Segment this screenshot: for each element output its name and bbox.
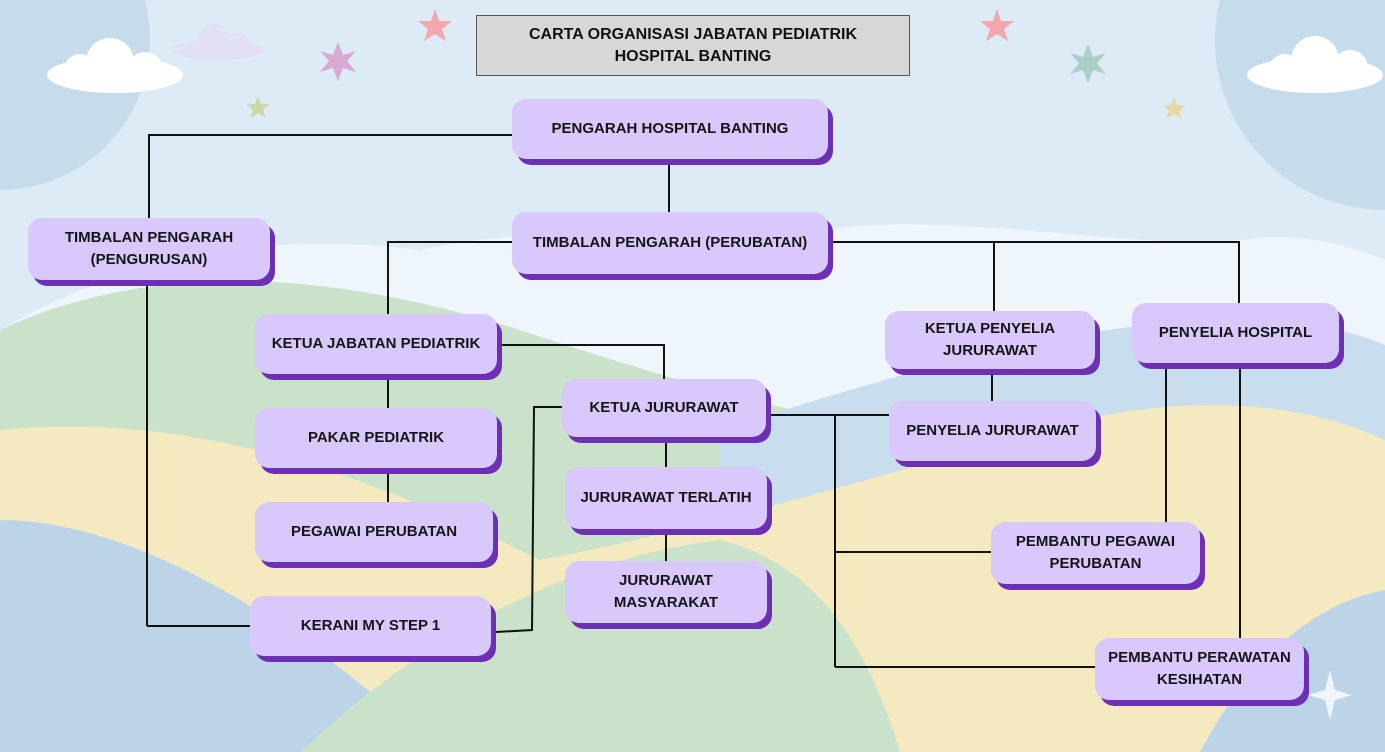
node-pakar-pediatrik: PAKAR PEDIATRIK: [255, 408, 497, 468]
node-pembantu-perawatan-kesihatan: PEMBANTU PERAWATAN KESIHATAN: [1095, 638, 1304, 700]
chart-title-line-2: HOSPITAL BANTING: [614, 47, 772, 65]
chart-title-line-1: CARTA ORGANISASI JABATAN PEDIATRIK: [529, 25, 857, 43]
node-pengarah-hospital: PENGARAH HOSPITAL BANTING: [512, 99, 828, 159]
node-pegawai-perubatan: PEGAWAI PERUBATAN: [255, 502, 493, 562]
node-penyelia-hospital: PENYELIA HOSPITAL: [1132, 303, 1339, 363]
node-ketua-jururawat: KETUA JURURAWAT: [562, 379, 766, 437]
node-timbalan-pengarah-perubatan: TIMBALAN PENGARAH (PERUBATAN): [512, 212, 828, 274]
node-penyelia-jururawat: PENYELIA JURURAWAT: [889, 401, 1096, 461]
node-jururawat-masyarakat: JURURAWAT MASYARAKAT: [565, 561, 767, 623]
node-timbalan-pengarah-pengurusan: TIMBALAN PENGARAH (PENGURUSAN): [28, 218, 270, 280]
node-kerani-my-step: KERANI MY STEP 1: [250, 596, 491, 656]
node-jururawat-terlatih: JURURAWAT TERLATIH: [565, 467, 767, 529]
node-pembantu-pegawai-perubatan: PEMBANTU PEGAWAI PERUBATAN: [991, 522, 1200, 584]
node-ketua-jabatan-pediatrik: KETUA JABATAN PEDIATRIK: [255, 314, 497, 374]
node-ketua-penyelia-jururawat: KETUA PENYELIA JURURAWAT: [885, 311, 1095, 369]
chart-title: CARTA ORGANISASI JABATAN PEDIATRIK HOSPI…: [476, 15, 910, 76]
